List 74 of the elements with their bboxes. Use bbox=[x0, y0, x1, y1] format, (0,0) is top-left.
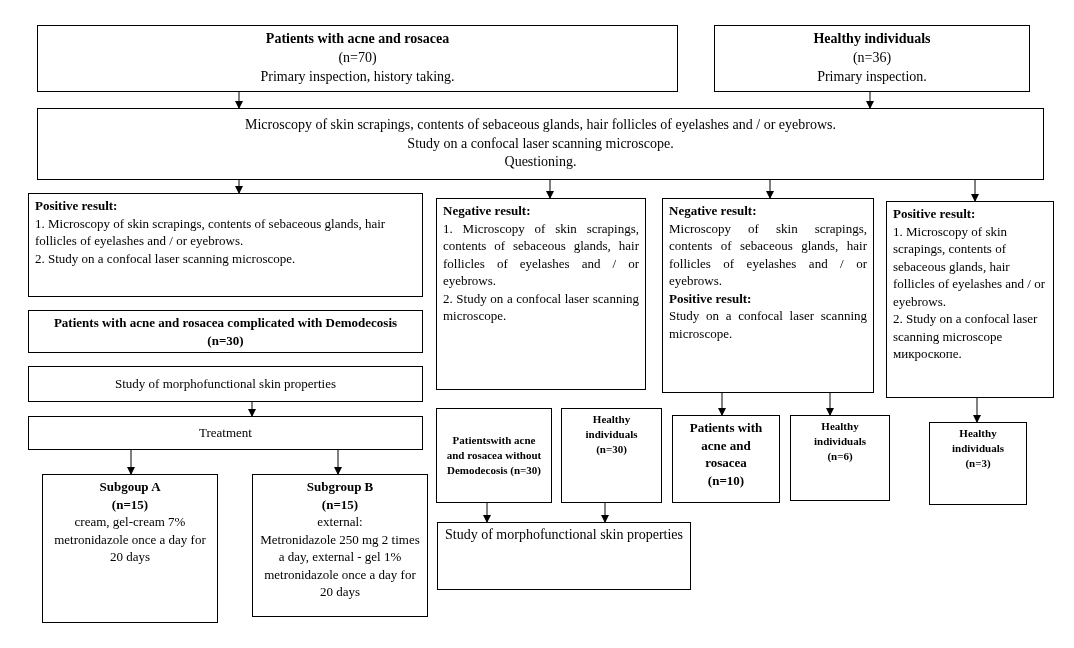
arrow bbox=[826, 392, 834, 416]
box-heading: (n=15) bbox=[320, 495, 360, 514]
arrow bbox=[546, 179, 554, 199]
arrow bbox=[235, 179, 243, 194]
process-box bbox=[252, 474, 428, 617]
box-heading: (n=15) bbox=[110, 495, 150, 514]
box-heading: Subgoup A bbox=[98, 478, 162, 496]
box-text: Primary inspection, history taking. bbox=[259, 67, 456, 86]
process-box bbox=[929, 422, 1027, 505]
process-box bbox=[28, 366, 423, 402]
process-box bbox=[672, 415, 780, 503]
box-text: Study of morphofunctional skin properties bbox=[444, 526, 684, 544]
process-box bbox=[437, 522, 691, 590]
process-box bbox=[662, 198, 874, 393]
arrow bbox=[334, 449, 342, 475]
box-heading: Subgroup B bbox=[305, 478, 375, 496]
box-heading: Healthy individuals bbox=[584, 412, 639, 442]
process-box bbox=[436, 408, 552, 503]
arrow bbox=[973, 397, 981, 423]
arrow bbox=[601, 502, 609, 523]
box-heading: Patientswith acne and rosacea without Demodecosis (n=30) bbox=[445, 433, 543, 478]
box-heading: Positive result: bbox=[669, 289, 753, 308]
process-box bbox=[42, 474, 218, 623]
box-text: external: bbox=[316, 513, 364, 531]
box-heading: Healthy individuals bbox=[951, 426, 1005, 456]
box-text: Study of morphofunctional skin properties bbox=[114, 375, 337, 393]
box-heading: (n=10) bbox=[706, 471, 746, 490]
box-text: Primary inspection. bbox=[816, 67, 928, 86]
box-text: cream, gel-cream 7% metronidazole once a day for 20 days bbox=[53, 513, 207, 566]
box-heading: Healthy individuals bbox=[812, 30, 932, 49]
process-box bbox=[28, 416, 423, 450]
process-box bbox=[714, 25, 1030, 92]
process-box bbox=[790, 415, 890, 501]
box-heading: Positive result: bbox=[35, 197, 119, 215]
box-text: 1. Microscopy of skin scrapings, contents of sebaceous glands, hair follicles of eyelashes and / or eyebrows. bbox=[893, 222, 1046, 311]
arrow bbox=[127, 449, 135, 475]
arrow bbox=[766, 179, 774, 199]
box-heading: (n=6) bbox=[826, 448, 854, 464]
process-box bbox=[561, 408, 662, 503]
box-text: Treatment bbox=[198, 424, 253, 442]
box-text: (n=70) bbox=[337, 49, 378, 68]
box-text: Study on a confocal laser scanning microscope. bbox=[669, 307, 867, 343]
arrow bbox=[866, 91, 874, 109]
box-heading: Healthy individuals bbox=[813, 419, 867, 449]
process-box bbox=[436, 198, 646, 390]
box-text: Metronidazole 250 mg 2 times a day, external - gel 1% metronidazole once a day for 20 days bbox=[259, 530, 421, 601]
box-text: Microscopy of skin scrapings, contents of sebaceous glands, hair follicles of eyelashes and / or eyebrows. bbox=[669, 219, 867, 290]
box-text: Microscopy of skin scrapings, contents of sebaceous glands, hair follicles of eyelashes and / or eyebrows. bbox=[244, 115, 837, 134]
box-text: 2. Study on a confocal laser scanning microscope микроскопе. bbox=[893, 310, 1039, 363]
box-heading: Negative result: bbox=[443, 202, 532, 220]
process-box bbox=[28, 193, 423, 297]
box-text: 2. Study on a confocal laser scanning microscope. bbox=[443, 289, 639, 325]
box-heading: Patients with acne and rosacea bbox=[264, 30, 451, 49]
arrow bbox=[483, 502, 491, 523]
box-text: Questioning. bbox=[503, 153, 578, 172]
process-box bbox=[37, 25, 678, 92]
box-text: (n=36) bbox=[851, 49, 893, 68]
box-text: Study on a confocal laser scanning microscope. bbox=[406, 134, 675, 153]
arrow bbox=[235, 91, 243, 109]
process-box bbox=[37, 108, 1044, 180]
box-heading: (n=30) bbox=[595, 441, 628, 457]
arrow bbox=[248, 401, 256, 417]
box-text: 1. Microscopy of skin scrapings, contents of sebaceous glands, hair follicles of eyelashes and / or eyebrows. bbox=[35, 214, 387, 250]
box-text: 1. Microscopy of skin scrapings, contents of sebaceous glands, hair follicles of eyelashes and / or eyebrows. bbox=[443, 219, 639, 290]
box-heading: Patients with acne and rosacea bbox=[688, 419, 764, 472]
process-box bbox=[28, 310, 423, 354]
box-heading: Positive result: bbox=[893, 205, 977, 223]
arrow bbox=[718, 392, 726, 416]
box-heading: Negative result: bbox=[669, 202, 758, 220]
box-text: 2. Study on a confocal laser scanning microscope. bbox=[35, 249, 297, 268]
arrow bbox=[971, 179, 979, 202]
process-box bbox=[886, 201, 1054, 398]
box-heading: (n=3) bbox=[964, 455, 992, 471]
box-heading: Patients with acne and rosacea complicated with Demodecosis (n=30) bbox=[52, 314, 399, 350]
